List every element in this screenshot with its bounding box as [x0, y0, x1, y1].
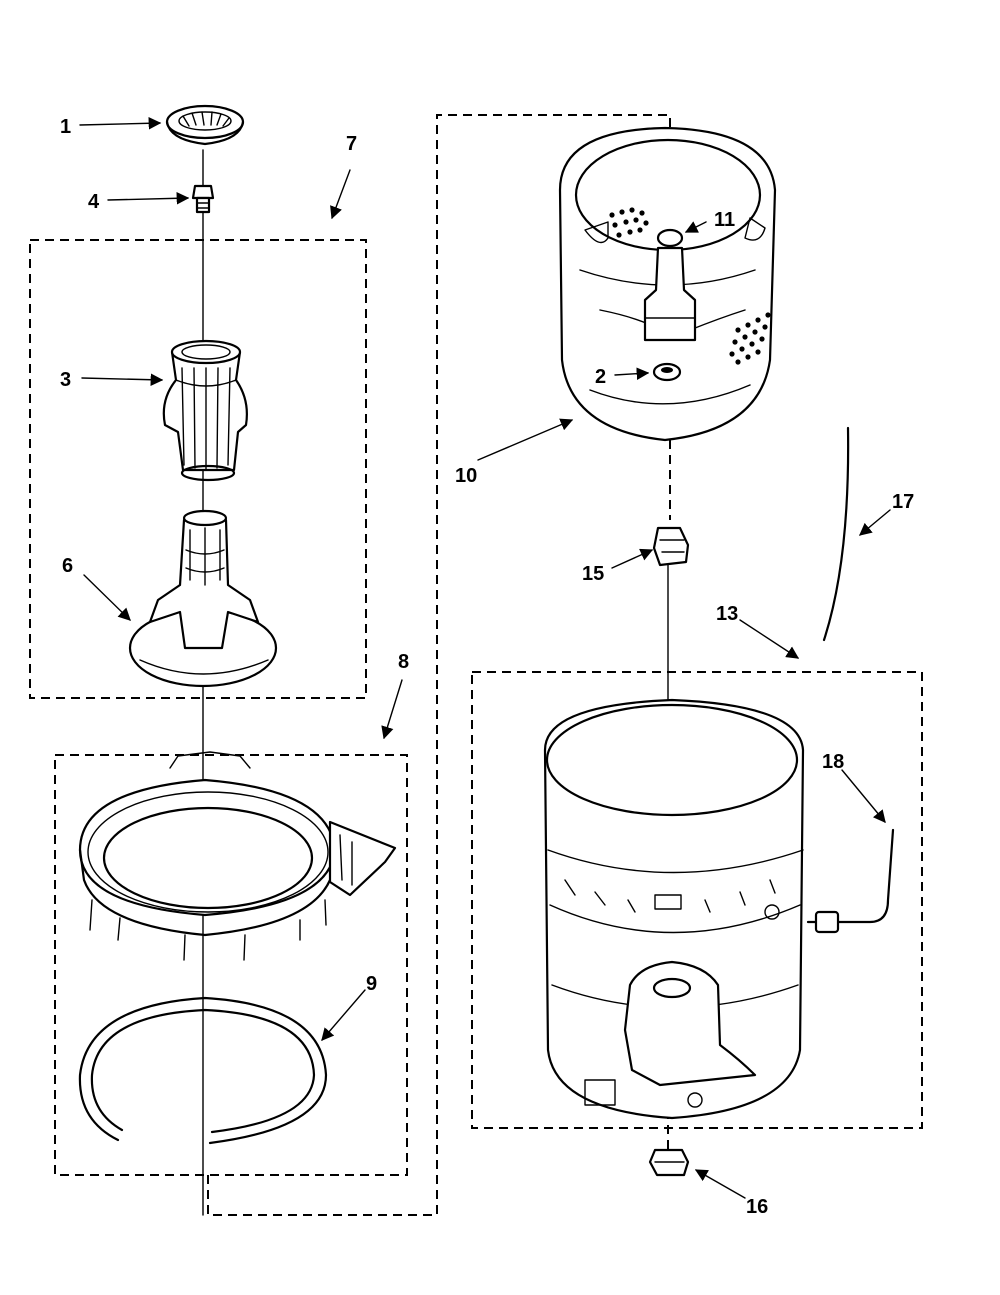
callout-11: 11 — [714, 209, 735, 231]
callout-4: 4 — [88, 191, 100, 213]
part-18-drain-hose — [806, 828, 895, 934]
part-11-hub-nut — [656, 228, 684, 248]
callout-9: 9 — [366, 973, 377, 995]
callout-6: 6 — [62, 555, 73, 577]
part-8-tub-ring — [78, 751, 397, 961]
group-box-13 — [471, 671, 923, 1129]
callout-8: 8 — [398, 651, 409, 673]
part-16-nut — [648, 1148, 690, 1177]
part-3-agitator-barrel — [162, 339, 248, 482]
callout-13: 13 — [716, 603, 738, 625]
callout-17: 17 — [892, 491, 914, 513]
part-6-agitator-base — [128, 509, 278, 688]
callout-7: 7 — [346, 133, 357, 155]
callout-10: 10 — [455, 465, 477, 487]
part-4-bolt — [191, 184, 215, 214]
part-15-coupling — [652, 526, 690, 567]
group-box-8 — [54, 754, 408, 1176]
part-13-outer-tub — [543, 698, 805, 1120]
callout-1: 1 — [60, 116, 71, 138]
callout-18: 18 — [822, 751, 844, 773]
part-10-inner-basket — [558, 126, 777, 442]
callout-16: 16 — [746, 1196, 768, 1218]
part-9-split-ring — [78, 996, 328, 1145]
part-2-seal — [652, 362, 682, 382]
leader-arrows — [79, 116, 891, 1199]
callout-3: 3 — [60, 369, 71, 391]
callout-15: 15 — [582, 563, 604, 585]
callout-2: 2 — [595, 366, 606, 388]
part-17-hose — [822, 426, 850, 642]
part-1-agitator-cap — [165, 104, 245, 146]
group-box-7 — [29, 239, 367, 699]
